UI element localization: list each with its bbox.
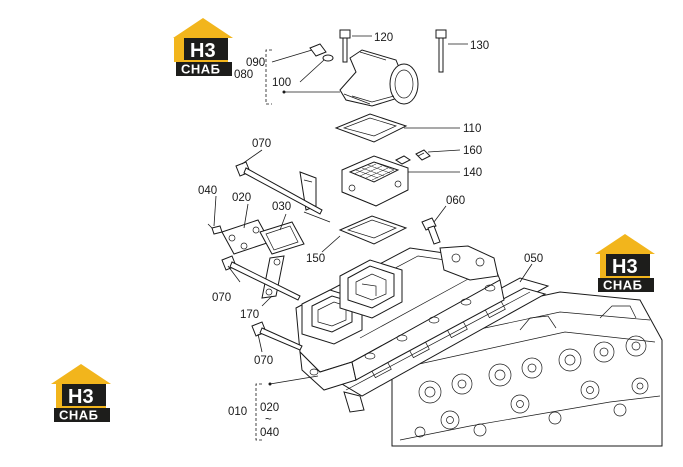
gasket-150-part	[338, 215, 408, 245]
callout-060: 060	[446, 195, 465, 207]
bolt-070-lower	[251, 321, 303, 351]
washer-100-part	[322, 54, 334, 62]
screw-040-part	[207, 223, 223, 235]
callout-range-tilde: ~	[265, 414, 272, 426]
logo-top-text: H3	[612, 256, 638, 278]
callout-040: 040	[198, 185, 217, 197]
logo-top-text: H3	[68, 386, 94, 408]
logo-watermark-bottom-left: H3 СНАБ	[51, 364, 111, 423]
callout-070-lower: 070	[254, 355, 273, 367]
callout-030: 030	[272, 201, 291, 213]
fitting-090-part	[309, 43, 327, 57]
logo-bottom-text: СНАБ	[59, 408, 99, 423]
bolt-060-part	[421, 217, 441, 245]
bolt-070-middle	[221, 255, 301, 301]
callout-070-middle: 070	[212, 292, 231, 304]
bolt-130-part	[435, 29, 447, 73]
callout-090: 090	[246, 57, 265, 69]
callout-labels: 120 130 090 080 100 110 160 140 070 040 …	[198, 32, 543, 439]
cover-gasket-part	[259, 221, 305, 255]
intake-heater-part	[341, 155, 411, 207]
callout-140: 140	[463, 167, 482, 179]
bracket-part	[299, 171, 317, 211]
bolt-120-part	[339, 29, 351, 63]
logo-bottom-text: СНАБ	[181, 62, 221, 77]
callout-010: 010	[228, 406, 247, 418]
callout-170: 170	[240, 309, 259, 321]
nut-160-part	[415, 149, 431, 161]
callout-160: 160	[463, 145, 482, 157]
inlet-elbow-part	[339, 49, 419, 107]
callout-120: 120	[374, 32, 393, 44]
callout-080: 080	[234, 69, 253, 81]
callout-050: 050	[524, 253, 543, 265]
gasket-110-part	[334, 113, 408, 143]
callout-100: 100	[272, 77, 291, 89]
callout-040-range: 040	[260, 427, 279, 439]
callout-020-range: 020	[260, 402, 279, 414]
leader-lines	[213, 35, 533, 441]
logo-top-text: H3	[190, 40, 216, 62]
callout-150: 150	[306, 253, 325, 265]
callout-070-upper: 070	[252, 138, 271, 150]
logo-watermark-right: H3 СНАБ	[595, 234, 655, 293]
callout-110: 110	[463, 123, 481, 135]
logo-bottom-text: СНАБ	[603, 278, 643, 293]
intake-manifold-part	[295, 245, 505, 391]
link-rod-part	[261, 255, 285, 299]
callout-020: 020	[232, 192, 251, 204]
logo-watermark-top-left: H3 СНАБ	[173, 18, 233, 77]
callout-130: 130	[470, 40, 489, 52]
